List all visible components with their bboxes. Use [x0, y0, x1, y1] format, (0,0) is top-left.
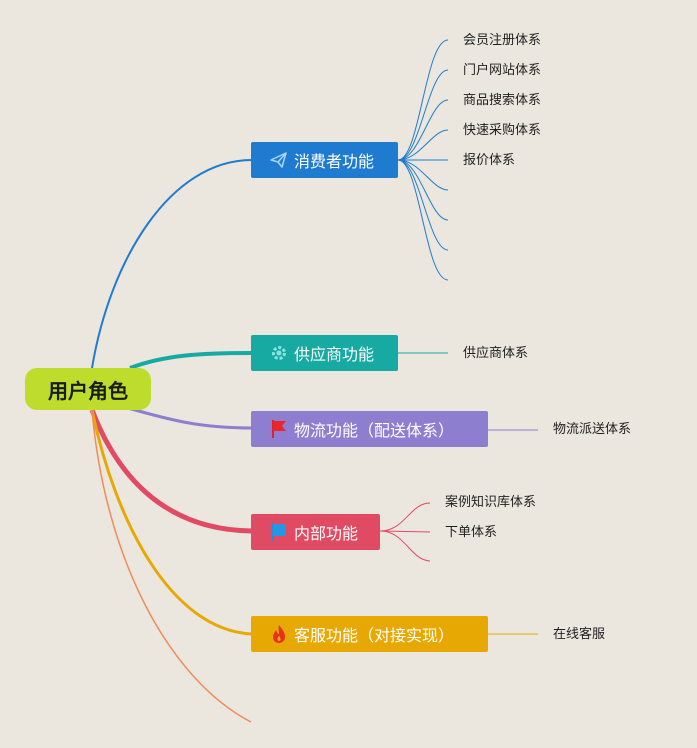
connector-supplier	[129, 351, 253, 370]
branch-label-consumer: 消费者功能	[294, 152, 375, 171]
root-node[interactable]: 用户角色	[25, 368, 151, 410]
root-label: 用户角色	[48, 378, 128, 403]
leaf-item[interactable]: 门户网站体系	[463, 63, 542, 78]
leaf-connector	[397, 129, 449, 161]
branch-label-logistics: 物流功能（配送体系）	[294, 421, 455, 440]
leaf-connector	[397, 159, 449, 281]
leaf-connector	[379, 530, 431, 562]
leaf-connector	[397, 159, 449, 191]
branch-node-supplier[interactable]: 供应商功能	[251, 335, 398, 371]
leaf-item[interactable]: 案例知识库体系	[445, 495, 537, 510]
leaf-connector	[397, 159, 449, 221]
leaf-item[interactable]: 商品搜索体系	[463, 93, 542, 108]
leaf-connector	[397, 39, 449, 161]
branch-label-service: 客服功能（对接实现）	[294, 626, 455, 645]
leaf-item[interactable]: 快速采购体系	[463, 123, 542, 138]
branch-node-service[interactable]: 客服功能（对接实现）	[251, 616, 488, 652]
leaf-item[interactable]: 物流派送体系	[553, 422, 632, 437]
branch-node-consumer[interactable]: 消费者功能	[251, 142, 398, 178]
connector-logistics	[127, 406, 253, 430]
leaf-connector	[379, 530, 431, 533]
paper-plane-icon	[269, 150, 289, 170]
leaf-connector	[379, 502, 431, 532]
connector-internal	[89, 409, 253, 534]
blue-flag-icon	[269, 522, 289, 542]
leaf-connector	[397, 159, 449, 251]
connector-extra	[91, 409, 252, 723]
leaf-item[interactable]: 在线客服	[553, 627, 606, 642]
leaf-item[interactable]: 下单体系	[445, 525, 498, 540]
leaf-item[interactable]: 供应商体系	[463, 346, 529, 361]
red-flag-icon	[269, 419, 289, 439]
branch-label-internal: 内部功能	[294, 524, 359, 543]
leaf-item[interactable]: 会员注册体系	[463, 33, 542, 48]
branch-node-logistics[interactable]: 物流功能（配送体系）	[251, 411, 488, 447]
fire-icon	[269, 624, 289, 644]
branch-node-internal[interactable]: 内部功能	[251, 514, 380, 550]
gear-icon	[269, 343, 289, 363]
connector-consumer	[91, 159, 253, 369]
branch-label-supplier: 供应商功能	[294, 345, 375, 364]
leaf-connector	[397, 99, 449, 161]
leaf-connector	[397, 69, 449, 161]
leaf-item[interactable]: 报价体系	[463, 153, 516, 168]
connector-service	[90, 409, 253, 636]
